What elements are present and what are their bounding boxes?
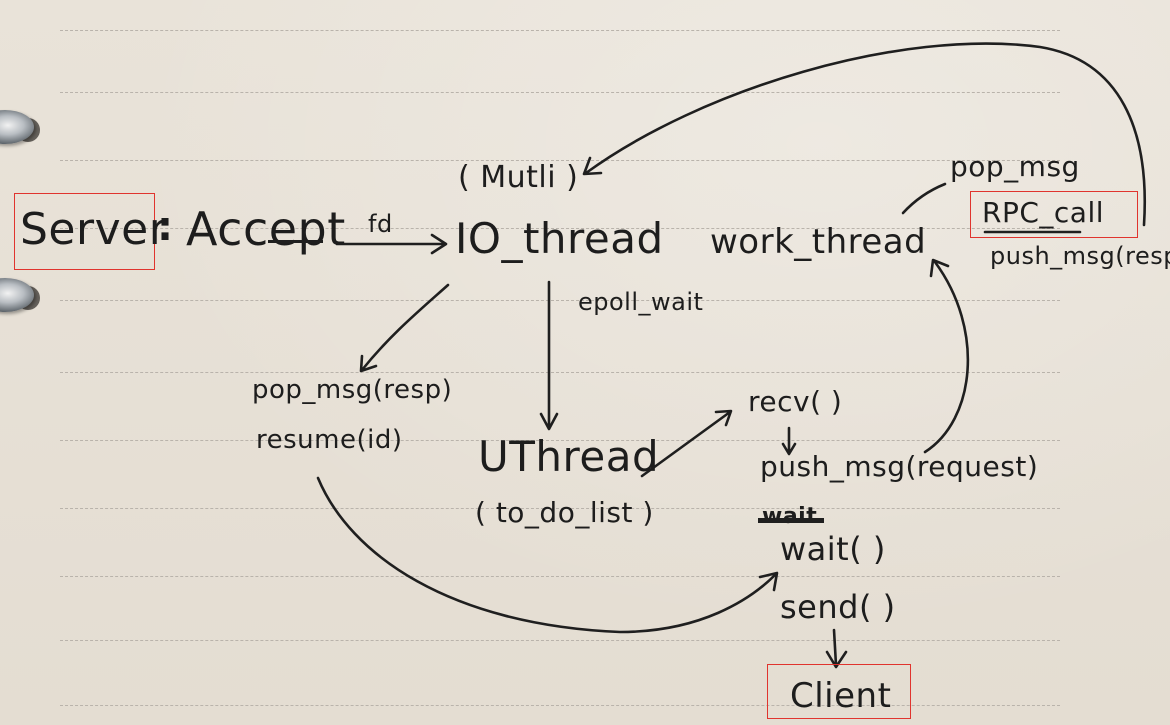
client-label: Client [790,676,892,716]
io-to-popmsg-arrow [359,283,450,373]
pop-msg-resp-label: pop_msg(resp) [252,375,453,405]
send-label: send( ) [780,588,896,626]
ruled-line [60,160,1060,161]
recv-label: recv( ) [748,385,843,418]
rpc-loop-curve [582,42,1146,227]
epoll-wait-label: epoll_wait [578,288,704,316]
ruled-line [60,228,1060,229]
push-msg-request-label: push_msg(request) [760,450,1039,483]
ruled-line [60,640,1060,641]
ruled-line [60,92,1060,93]
accept-strikethrough [268,240,323,243]
fd-arrow [335,233,448,255]
accept-label: Accept [186,202,346,256]
ruled-line [60,508,1060,509]
pushmsg-to-workthread-curve [923,258,970,454]
io-thread-label: IO_thread [455,214,664,263]
pop-msg-top-label: pop_msg [950,150,1080,183]
rpc-call-label: RPC_call [982,196,1105,229]
fd-label: fd [368,210,393,238]
ruled-line [60,300,1060,301]
server-colon: : [157,204,174,250]
uthread-to-recv-arrow [640,409,733,478]
uthread-label: UThread [478,432,660,481]
workthread-connector [901,182,947,215]
client-highlight-box [767,664,911,719]
ruled-line [60,576,1060,577]
ruled-line [60,30,1060,31]
push-msg-resp-label: push_msg(resp) [990,242,1170,270]
wait-strikethrough [758,518,824,523]
ruled-line [60,705,1060,706]
rpc-call-highlight-box [970,191,1138,238]
wait-struck-label: wait [762,504,818,529]
epoll-arrow [539,280,559,431]
work-thread-label: work_thread [710,222,927,262]
recv-to-pushmsg-arrow [781,426,797,456]
server-highlight-box [14,193,155,270]
ruled-line [60,372,1060,373]
wait-label: wait( ) [780,530,886,568]
ruled-line [60,440,1060,441]
resume-id-label: resume(id) [256,425,403,455]
server-label: Server [20,204,168,255]
send-to-client-arrow [825,628,848,669]
resume-to-wait-curve [316,476,779,634]
mutli-label: ( Mutli ) [458,160,579,195]
to-do-list-label: ( to_do_list ) [475,496,654,529]
